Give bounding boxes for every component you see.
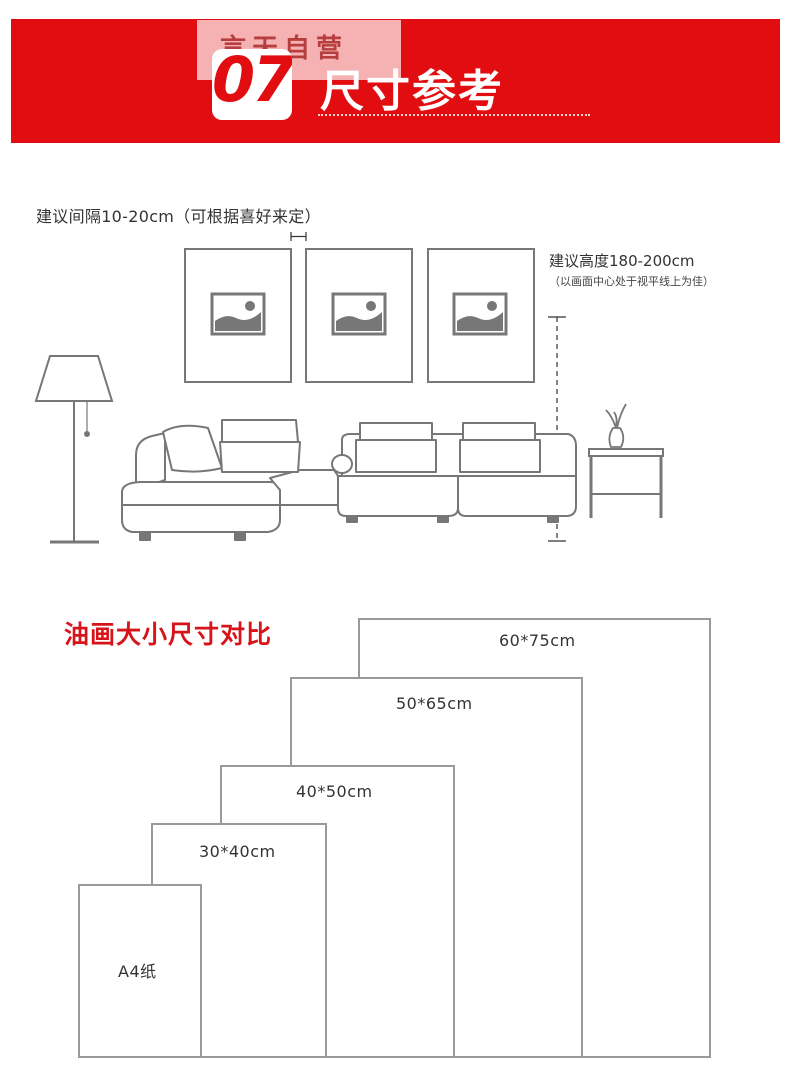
height-marker bbox=[548, 316, 566, 542]
comparison-title: 油画大小尺寸对比 bbox=[64, 620, 273, 649]
section-number: 07 bbox=[212, 49, 292, 116]
title-underline bbox=[318, 114, 590, 116]
height-note: 建议高度180-200cm bbox=[549, 252, 695, 270]
section-number-badge: 07 bbox=[212, 49, 292, 120]
size-label-a4: A4纸 bbox=[118, 962, 157, 981]
height-subnote: （以画面中心处于视平线上为佳） bbox=[549, 275, 714, 288]
size-label-30x40: 30*40cm bbox=[199, 842, 276, 861]
living-room-illustration bbox=[34, 232, 664, 544]
landscape-picture-icon bbox=[452, 292, 508, 336]
floor-lamp-icon bbox=[34, 355, 114, 544]
frame-right bbox=[427, 248, 535, 383]
size-a4-rect bbox=[78, 884, 202, 1058]
size-label-50x65: 50*65cm bbox=[396, 694, 473, 713]
size-label-40x50: 40*50cm bbox=[296, 782, 373, 801]
spacing-note: 建议间隔10-20cm（可根据喜好来定） bbox=[36, 207, 321, 226]
section-title: 尺寸参考 bbox=[320, 66, 504, 117]
frame-middle bbox=[305, 248, 413, 383]
size-label-60x75: 60*75cm bbox=[499, 631, 576, 650]
sofa-icon bbox=[121, 419, 577, 541]
landscape-picture-icon bbox=[210, 292, 266, 336]
spacing-marker bbox=[290, 232, 307, 241]
frame-left bbox=[184, 248, 292, 383]
landscape-picture-icon bbox=[331, 292, 387, 336]
side-table-icon bbox=[588, 448, 664, 518]
vase-icon bbox=[605, 403, 627, 448]
